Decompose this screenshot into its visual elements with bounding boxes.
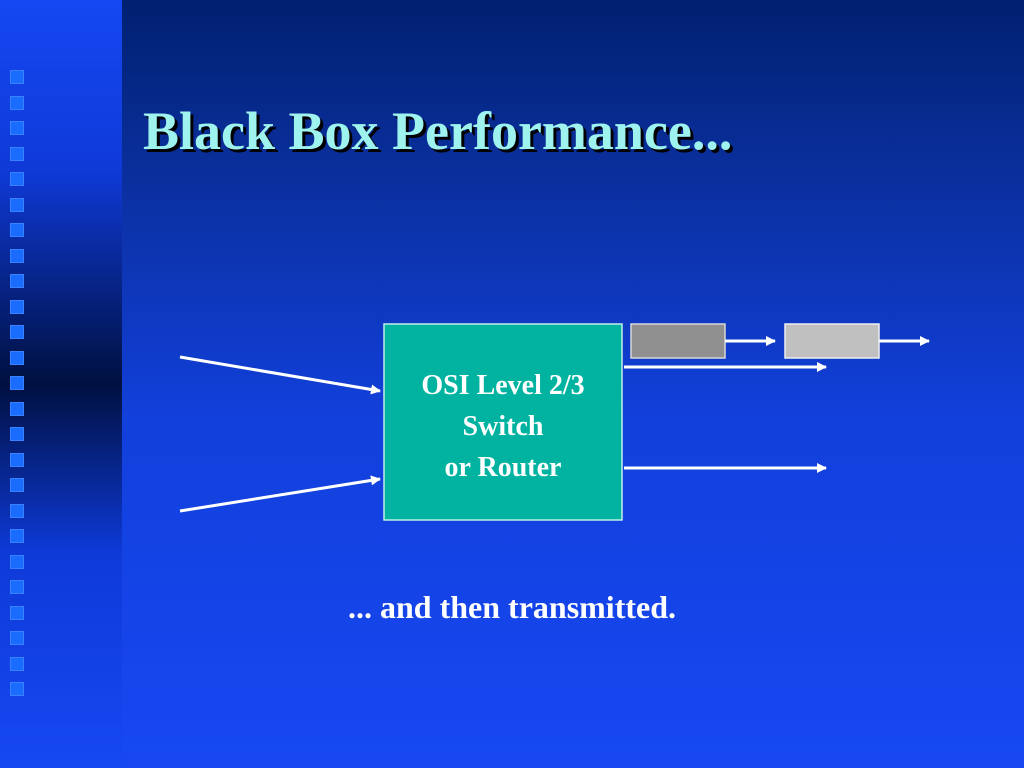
device-label-line-2: Switch <box>462 411 544 442</box>
sidebar-square <box>10 274 24 288</box>
sidebar-square <box>10 376 24 390</box>
slide-title: Black Box Performance... <box>143 101 733 161</box>
sidebar-square <box>10 146 24 161</box>
device-label-line-1: OSI Level 2/3 <box>421 370 585 401</box>
packet-transmitted <box>784 323 880 359</box>
sidebar-square <box>10 452 24 467</box>
sidebar-square <box>10 350 24 365</box>
sidebar-square <box>10 172 24 186</box>
sidebar-square <box>10 197 24 212</box>
packet-queued <box>630 323 726 359</box>
sidebar-square <box>10 478 24 492</box>
sidebar-square <box>10 554 24 569</box>
sidebar-square <box>10 121 24 135</box>
sidebar-square <box>10 248 24 263</box>
sidebar-decoration <box>0 0 122 768</box>
sidebar-square <box>10 631 24 645</box>
sidebar-square <box>10 299 24 314</box>
sidebar-square <box>10 682 24 696</box>
sidebar-square <box>10 401 24 416</box>
switch-router-label: OSI Level 2/3 Switch or Router <box>384 365 622 488</box>
sidebar-square <box>10 656 24 671</box>
sidebar-square <box>10 70 24 84</box>
sidebar-square <box>10 503 24 518</box>
sidebar-square <box>10 95 24 110</box>
input-arrow-top <box>179 355 381 395</box>
sidebar-square <box>10 605 24 620</box>
slide-caption: ... and then transmitted. <box>347 589 676 625</box>
sidebar-square <box>10 223 24 237</box>
sidebar-square-column <box>10 70 25 710</box>
sidebar-square <box>10 427 24 441</box>
switch-router-box <box>383 323 623 521</box>
sidebar-square <box>10 325 24 339</box>
sidebar-square <box>10 529 24 543</box>
sidebar-square <box>10 580 24 594</box>
input-arrow-bottom <box>179 475 381 513</box>
device-label-line-3: or Router <box>444 452 562 483</box>
